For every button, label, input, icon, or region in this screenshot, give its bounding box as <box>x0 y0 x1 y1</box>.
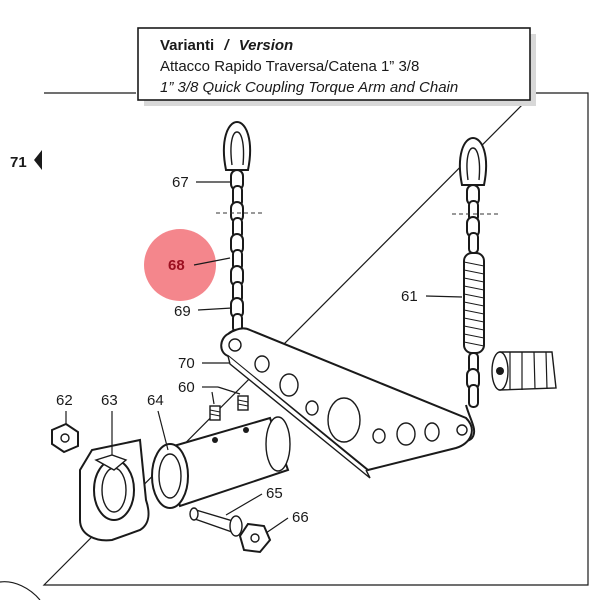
callout-62-label: 62 <box>56 392 73 409</box>
variant-line-english: 1” 3/8 Quick Coupling Torque Arm and Cha… <box>160 79 458 96</box>
callout-60[interactable]: 60 <box>178 379 241 405</box>
corner-arc <box>0 581 41 600</box>
callout-65[interactable]: 65 <box>225 485 283 516</box>
callout-62[interactable]: 62 <box>56 392 73 424</box>
torque-arm-plate <box>220 327 473 479</box>
assembly-frame <box>42 92 589 586</box>
callout-64-label: 64 <box>147 392 164 409</box>
left-chain <box>216 120 264 353</box>
splined-shaft-stub <box>491 351 557 391</box>
callout-60-label: 60 <box>178 379 195 396</box>
callout-66[interactable]: 66 <box>265 509 309 534</box>
callout-61-label: 61 <box>401 288 418 305</box>
variant-heading-sep: / <box>223 37 230 54</box>
svg-text:Varianti / Version: Varianti / Version <box>160 37 293 54</box>
callout-71-arrow <box>34 150 42 170</box>
callout-63[interactable]: 63 <box>101 392 118 455</box>
clamp-bracket <box>79 438 150 542</box>
callout-71-label: 71 <box>10 154 27 171</box>
callout-64[interactable]: 64 <box>147 392 169 451</box>
callout-63-label: 63 <box>101 392 118 409</box>
variant-heading-en: Version <box>239 37 293 54</box>
callout-67-label: 67 <box>172 174 189 191</box>
callout-68-label: 68 <box>168 257 185 274</box>
callout-69[interactable]: 69 <box>174 303 233 320</box>
variant-heading-it: Varianti <box>160 37 214 54</box>
callout-67[interactable]: 67 <box>172 174 230 191</box>
callout-71[interactable]: 71 <box>10 150 42 171</box>
highlight-marker <box>144 229 216 301</box>
bolt-and-nut <box>189 507 272 554</box>
coupling-sleeve <box>151 416 291 509</box>
callout-65-label: 65 <box>266 485 283 502</box>
callout-70-label: 70 <box>178 355 195 372</box>
callout-61[interactable]: 61 <box>401 288 463 305</box>
callout-68[interactable]: 68 <box>168 257 231 274</box>
set-screws <box>209 395 249 421</box>
variant-title-box: Varianti / Version Attacco Rapido Traver… <box>137 27 536 106</box>
square-nut <box>51 422 79 454</box>
callout-66-label: 66 <box>292 509 309 526</box>
right-chain-with-spring <box>452 136 500 442</box>
callout-70[interactable]: 70 <box>178 355 230 372</box>
variant-line-italian: Attacco Rapido Traversa/Catena 1” 3/8 <box>160 58 419 75</box>
callout-69-label: 69 <box>174 303 191 320</box>
